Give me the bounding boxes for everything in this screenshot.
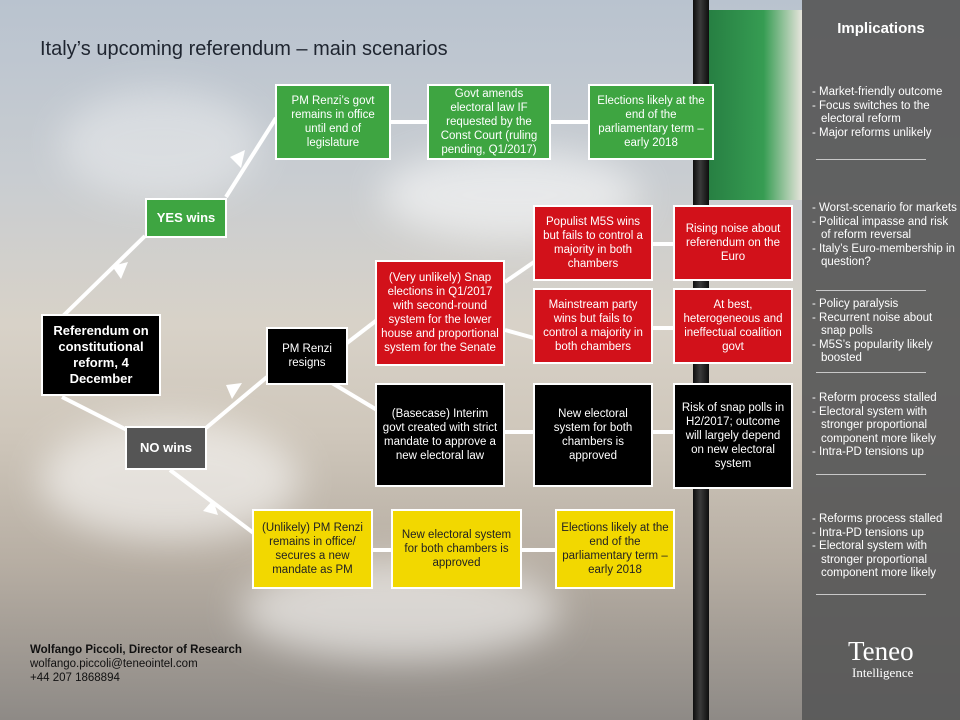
divider: [816, 474, 926, 475]
author-contact: Wolfango Piccoli, Director of Research w…: [30, 643, 242, 685]
connector-line: [345, 318, 379, 345]
arrow-icon: [230, 150, 245, 168]
node-new-electoral-system-yellow: New electoral system for both chambers i…: [391, 509, 522, 589]
node-interim-govt: (Basecase) Interim govt created with str…: [375, 383, 505, 487]
implication-item: - Electoral system with stronger proport…: [812, 540, 937, 579]
connector-line: [330, 381, 379, 412]
implication-item: - Italy’s Euro-membership in question?: [812, 242, 955, 269]
arrow-icon: [203, 500, 218, 515]
implications-panel: Implications - Market-friendly outcome -…: [802, 0, 960, 720]
divider: [816, 594, 926, 595]
cloud-decoration: [60, 90, 260, 200]
connector-line: [503, 260, 536, 284]
node-elections-no: Elections likely at the end of the parli…: [555, 509, 675, 589]
implication-item: - Reform process stalled: [812, 392, 937, 404]
node-elections-yes: Elections likely at the end of the parli…: [588, 84, 714, 160]
italian-flag-image: [706, 10, 802, 200]
author-email[interactable]: wolfango.piccoli@teneointel.com: [30, 658, 198, 670]
logo-subtitle: Intelligence: [852, 665, 914, 680]
node-renzi-remains: PM Renzi’s govt remains in office until …: [275, 84, 391, 160]
divider: [816, 372, 926, 373]
implications-group: - Worst-scenario for markets - Political…: [812, 202, 958, 270]
node-referendum: Referendum on constitutional reform, 4 D…: [41, 314, 161, 396]
implication-item: - Political impasse and risk of reform r…: [812, 215, 949, 242]
connector-line: [224, 116, 278, 199]
node-yes-wins: YES wins: [145, 198, 227, 238]
implication-item: - Major reforms unlikely: [812, 126, 932, 139]
divider: [816, 159, 926, 160]
node-m5s-wins: Populist M5S wins but fails to control a…: [533, 205, 653, 281]
logo-brand: Teneo: [848, 636, 914, 666]
teneo-logo: Teneo Intelligence: [848, 637, 914, 681]
arrow-icon: [226, 383, 242, 399]
node-rising-noise: Rising noise about referendum on the Eur…: [673, 205, 793, 281]
implications-group: - Market-friendly outcome - Focus switch…: [812, 86, 958, 140]
node-amend-electoral-law: Govt amends electoral law IF requested b…: [427, 84, 551, 160]
divider: [816, 290, 926, 291]
implications-heading: Implications: [837, 20, 925, 37]
implication-item: - Market-friendly outcome: [812, 86, 943, 98]
connector-line: [61, 395, 128, 432]
implications-group: - Policy paralysis - Recurrent noise abo…: [812, 298, 958, 366]
author-phone: +44 207 1868894: [30, 672, 120, 684]
connector-line: [204, 375, 269, 430]
connector-line: [60, 234, 147, 319]
implication-item: - Policy paralysis: [812, 298, 899, 310]
node-mainstream-wins: Mainstream party wins but fails to contr…: [533, 288, 653, 364]
node-renzi-resigns: PM Renzi resigns: [266, 327, 348, 385]
implication-item: - Recurrent noise about snap polls: [812, 311, 933, 338]
implications-group: - Reforms process stalled - Intra-PD ten…: [812, 513, 958, 581]
node-snap-elections: (Very unlikely) Snap elections in Q1/201…: [375, 260, 505, 366]
implication-item: - Intra-PD tensions up: [812, 446, 924, 458]
node-renzi-unlikely: (Unlikely) PM Renzi remains in office/ s…: [252, 509, 373, 589]
implication-item: - M5S’s popularity likely boosted: [812, 338, 933, 365]
implication-item: - Worst-scenario for markets: [812, 202, 957, 214]
page-title: Italy’s upcoming referendum – main scena…: [40, 38, 448, 60]
node-no-wins: NO wins: [125, 426, 207, 470]
arrow-icon: [112, 262, 128, 279]
node-coalition: At best, heterogeneous and ineffectual c…: [673, 288, 793, 364]
connector-line: [504, 328, 535, 340]
node-new-electoral-system: New electoral system for both chambers i…: [533, 383, 653, 487]
implications-group: - Reform process stalled - Electoral sys…: [812, 392, 958, 460]
implication-item: - Electoral system with stronger proport…: [812, 405, 937, 445]
author-name: Wolfango Piccoli, Director of Research: [30, 644, 242, 656]
implication-item: - Focus switches to the electoral reform: [812, 99, 930, 126]
node-snap-polls-risk: Risk of snap polls in H2/2017; outcome w…: [673, 383, 793, 489]
implication-item: - Intra-PD tensions up: [812, 526, 924, 539]
implication-item: - Reforms process stalled: [812, 513, 943, 525]
